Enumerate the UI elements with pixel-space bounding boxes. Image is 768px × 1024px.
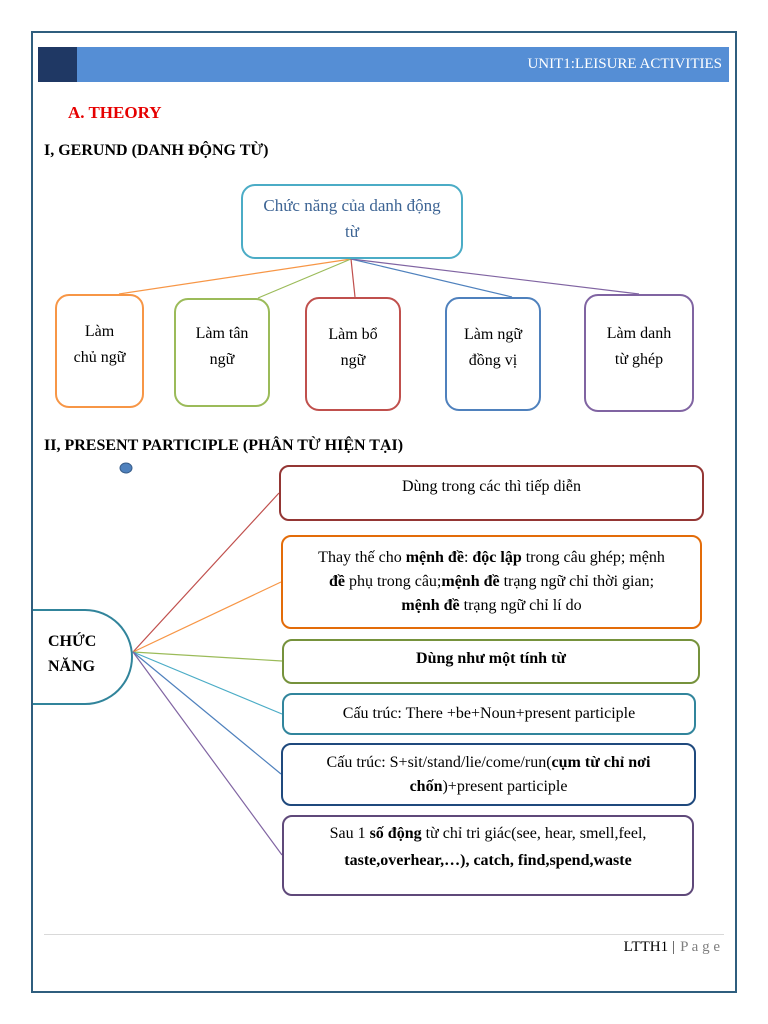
gerund-function-box: Làm danh từ ghép [584,294,694,412]
box-text-line: ngữ [209,350,235,368]
box-text-line: đề phụ trong câu;mệnh đề trạng ngữ chỉ t… [329,570,654,594]
participle-function-box: Cấu trúc: S+sit/stand/lie/come/run(cụm t… [281,743,696,806]
footer-separator: | [672,939,676,955]
participle-function-box: Dùng trong các thì tiếp diễn [279,465,704,521]
box-text-line: Làm ngữ [464,326,522,343]
text-segment: mệnh đề [405,549,464,566]
text-segment: số động [369,824,422,842]
header-bar: UNIT1:LEISURE ACTIVITIES [38,47,729,82]
hub-text-line: CHỨC [48,633,97,650]
participle-function-box: Thay thế cho mệnh đề: độc lập trong câu … [281,535,702,629]
text-segment: phụ trong câu; [344,573,442,590]
box-text-line: chủ ngữ [73,349,126,366]
gerund-function-box: Làm ngữ đồng vị [445,297,541,411]
header-accent-block [38,47,77,82]
footer-page-label: P a g e [680,939,720,955]
box-text-line: Cấu trúc: S+sit/stand/lie/come/run(cụm t… [327,751,651,775]
footer-code: LTTH1 [623,939,669,955]
text-segment: từ chỉ tri giác(see, hear, smell,feel, [421,824,647,842]
box-text-line: Chức năng của danh động [263,196,441,215]
text-segment: Sau 1 [329,824,370,842]
footer-rule [44,934,724,935]
box-text-line: Làm bổ [328,326,378,343]
box-text-line: Thay thế cho mệnh đề: độc lập trong câu … [318,546,665,570]
box-text-line: mệnh đề trạng ngữ chỉ lí do [401,594,581,618]
gerund-root-box: Chức năng của danh động từ [241,184,463,259]
text-segment: trạng ngữ chỉ thời gian; [499,573,655,590]
box-text-line: từ [345,222,359,241]
text-segment: : [463,549,473,566]
box-text-line: Cấu trúc: There +be+Noun+present partici… [343,702,635,726]
box-text-line: Làm tân [195,324,249,342]
text-segment: Dùng như một tính từ [416,650,566,667]
box-text-line: Dùng trong các thì tiếp diễn [402,475,581,499]
participle-function-box: Sau 1 số động từ chỉ tri giác(see, hear,… [282,815,694,896]
box-text-line: Dùng như một tính từ [416,647,566,671]
box-text-line: Sau 1 số động từ chỉ tri giác(see, hear,… [330,820,647,847]
participle-function-box: Dùng như một tính từ [282,639,700,684]
section-title: A. THEORY [68,103,162,122]
box-text-line: chốn)+present participle [410,775,568,799]
box-text-line: ngữ [340,352,366,369]
box-text-line: Làm danh [606,325,672,342]
participle-function-box: Cấu trúc: There +be+Noun+present partici… [282,693,696,735]
participle-hub: CHỨC NĂNG [33,609,133,705]
text-segment: mệnh đề [401,597,460,614]
box-text-line: Làm [84,323,115,340]
box-text-line: từ ghép [614,351,664,368]
text-segment: độc lập [472,549,522,566]
text-segment: trạng ngữ chỉ lí do [459,597,582,614]
text-segment: Cấu trúc: S+sit/stand/lie/come/run( [326,753,552,771]
text-segment: cụm từ chỉ nơi [551,753,651,771]
text-segment: Thay thế cho [318,549,406,566]
gerund-heading: I, GERUND (DANH ĐỘNG TỪ) [44,142,269,159]
page-border [31,31,737,993]
page-footer: LTTH1|P a g e [624,938,720,956]
text-segment: mệnh đề [441,573,500,590]
text-segment: taste,overhear,…), catch, find,spend,was… [344,851,632,869]
box-text-line: taste,overhear,…), catch, find,spend,was… [344,847,631,874]
gerund-function-box: Làm chủ ngữ [55,294,144,408]
participle-heading: II, PRESENT PARTICIPLE (PHÂN TỪ HIỆN TẠI… [44,437,404,454]
gerund-function-box: Làm tân ngữ [174,298,270,407]
hub-text-line: NĂNG [48,658,96,675]
text-segment: )+present participle [442,777,568,795]
text-segment: chốn [409,777,443,795]
box-text-line: đồng vị [468,352,518,369]
header-title: UNIT1:LEISURE ACTIVITIES [527,56,722,72]
text-segment: trong câu ghép; [521,549,630,566]
text-segment: Dùng trong các thì tiếp diễn [401,478,582,495]
text-segment: Cấu trúc: There +be+Noun+present partici… [342,705,636,722]
gerund-function-box: Làm bổ ngữ [305,297,401,411]
text-segment: mệnh [629,549,665,566]
text-segment: đề [328,573,345,590]
